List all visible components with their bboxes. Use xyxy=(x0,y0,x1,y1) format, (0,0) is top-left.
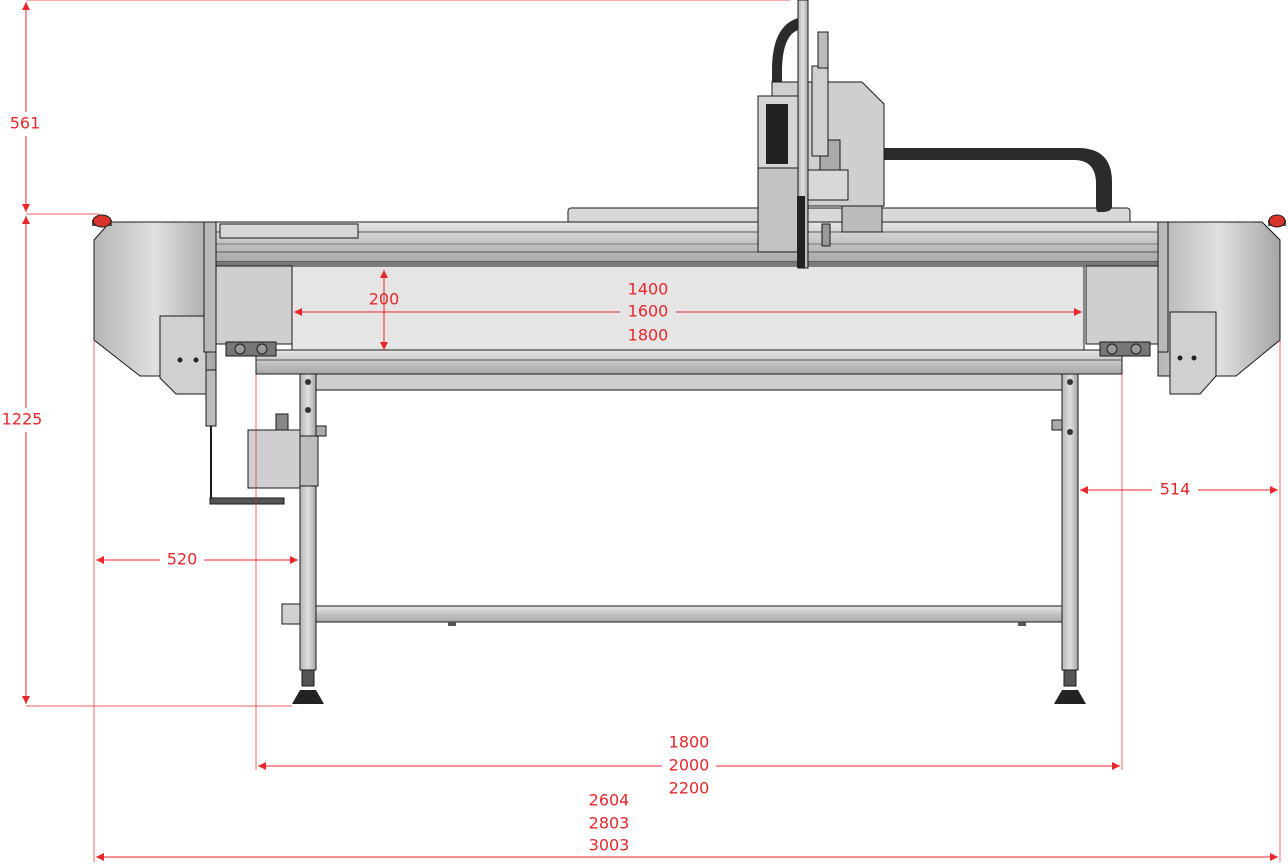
work-bed xyxy=(291,265,1085,353)
dim-total-height: 1225 xyxy=(2,410,43,429)
dim-gantry-height: 561 xyxy=(10,114,41,133)
dim-total-width-2: 2803 xyxy=(589,814,630,833)
dim-frame-width-2: 2000 xyxy=(669,756,710,775)
front-table-beam xyxy=(255,349,1123,375)
left-inner-housing xyxy=(215,265,293,345)
gantry-carriage xyxy=(757,0,885,269)
motor-crank xyxy=(205,369,319,505)
machine xyxy=(92,0,1286,704)
left-foot xyxy=(292,669,324,704)
dim-depth-bar: 200 xyxy=(369,290,400,309)
left-estop-icon xyxy=(92,214,112,228)
gantry-rail xyxy=(213,221,1161,263)
right-estop-icon xyxy=(1268,214,1286,228)
dim-total-width-1: 2604 xyxy=(589,791,630,810)
right-foot xyxy=(1054,669,1086,704)
dim-work-width-3: 1800 xyxy=(628,326,669,345)
left-leg xyxy=(299,373,317,671)
dim-total-width-3: 3003 xyxy=(589,836,630,855)
right-inner-housing xyxy=(1085,265,1159,345)
bottom-crossbar xyxy=(315,605,1063,623)
dim-work-width-1: 1400 xyxy=(628,280,669,299)
dim-frame-width-1: 1800 xyxy=(669,733,710,752)
dim-left-overhang: 520 xyxy=(167,550,198,569)
dim-frame-width-3: 2200 xyxy=(669,779,710,798)
cable-chain-icon xyxy=(884,148,1112,212)
dim-work-width-2: 1600 xyxy=(628,302,669,321)
dim-right-overhang: 514 xyxy=(1160,480,1191,499)
right-leg xyxy=(1061,373,1079,671)
